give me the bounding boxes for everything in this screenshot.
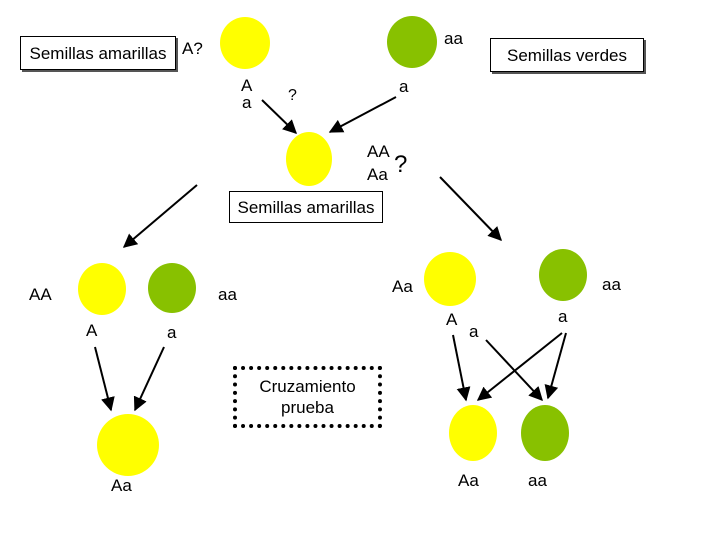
- green-seeds-label: Semillas verdes: [507, 45, 627, 65]
- yellow-seeds-label: Semillas amarillas: [29, 43, 167, 63]
- green-parent-genotype: aa: [444, 29, 463, 48]
- yellow-parent-genotype: A?: [182, 39, 203, 58]
- green-gamete-a: a: [399, 77, 409, 96]
- left-yellow-seed: [78, 263, 126, 315]
- left-offspring-genotype: Aa: [111, 476, 132, 495]
- arrow-yellow-gamete-to-f1: [261, 99, 298, 134]
- yellow-seeds-box: Semillas amarillas: [20, 36, 176, 70]
- arrow-left-a-to-offspring: [133, 346, 165, 412]
- right-gamete-a2: a: [558, 307, 568, 326]
- right-offspring-2-seed: [521, 405, 569, 461]
- right-gamete-A: A: [446, 310, 458, 329]
- left-green-genotype: aa: [218, 285, 237, 304]
- left-yellow-genotype: AA: [29, 285, 52, 304]
- f1-question-mark: ?: [394, 151, 408, 178]
- yellow-parent-seed: [220, 17, 270, 69]
- right-yellow-genotype: Aa: [392, 277, 413, 296]
- left-gamete-A: A: [86, 321, 98, 340]
- test-cross-line2: prueba: [281, 398, 334, 417]
- arrow-right-a1-to-offspring-2: [485, 339, 543, 402]
- left-green-seed: [148, 263, 196, 313]
- left-gamete-a: a: [167, 323, 177, 342]
- f1-yellow-seeds-label: Semillas amarillas: [237, 197, 375, 217]
- arrow-f1-to-left-cross: [122, 184, 198, 248]
- right-offspring-1-seed: [449, 405, 497, 461]
- arrow-f1-to-right-cross: [439, 176, 502, 242]
- arrow-left-A-to-offspring: [94, 346, 115, 412]
- yellow-gamete-A: A: [241, 76, 253, 95]
- right-green-seed: [539, 249, 587, 301]
- right-offspring-1-genotype: Aa: [458, 471, 479, 490]
- green-parent-seed: [387, 16, 437, 68]
- green-seeds-box: Semillas verdes: [490, 38, 644, 72]
- f1-yellow-seeds-box: Semillas amarillas: [229, 191, 383, 223]
- arrow-green-gamete-to-f1: [328, 96, 397, 133]
- arrow-right-A-to-offspring-1: [452, 334, 471, 402]
- test-cross-box: Cruzamiento prueba: [233, 366, 382, 428]
- yellow-gamete-a: a: [242, 93, 252, 112]
- f1-genotype-Aa: Aa: [367, 165, 388, 184]
- arrow-right-a2-to-offspring-1: [476, 332, 563, 401]
- right-yellow-seed: [424, 252, 476, 306]
- test-cross-line1: Cruzamiento: [259, 376, 356, 396]
- f1-genotype-AA: AA: [367, 142, 390, 161]
- arrow-right-a2-to-offspring-2: [544, 332, 567, 400]
- right-green-genotype: aa: [602, 275, 621, 294]
- f1-yellow-seed: [286, 132, 332, 186]
- right-gamete-a1: a: [469, 322, 479, 341]
- gamete-question-mark: ?: [288, 87, 297, 104]
- right-offspring-2-genotype: aa: [528, 471, 547, 490]
- left-offspring-seed: [97, 414, 159, 476]
